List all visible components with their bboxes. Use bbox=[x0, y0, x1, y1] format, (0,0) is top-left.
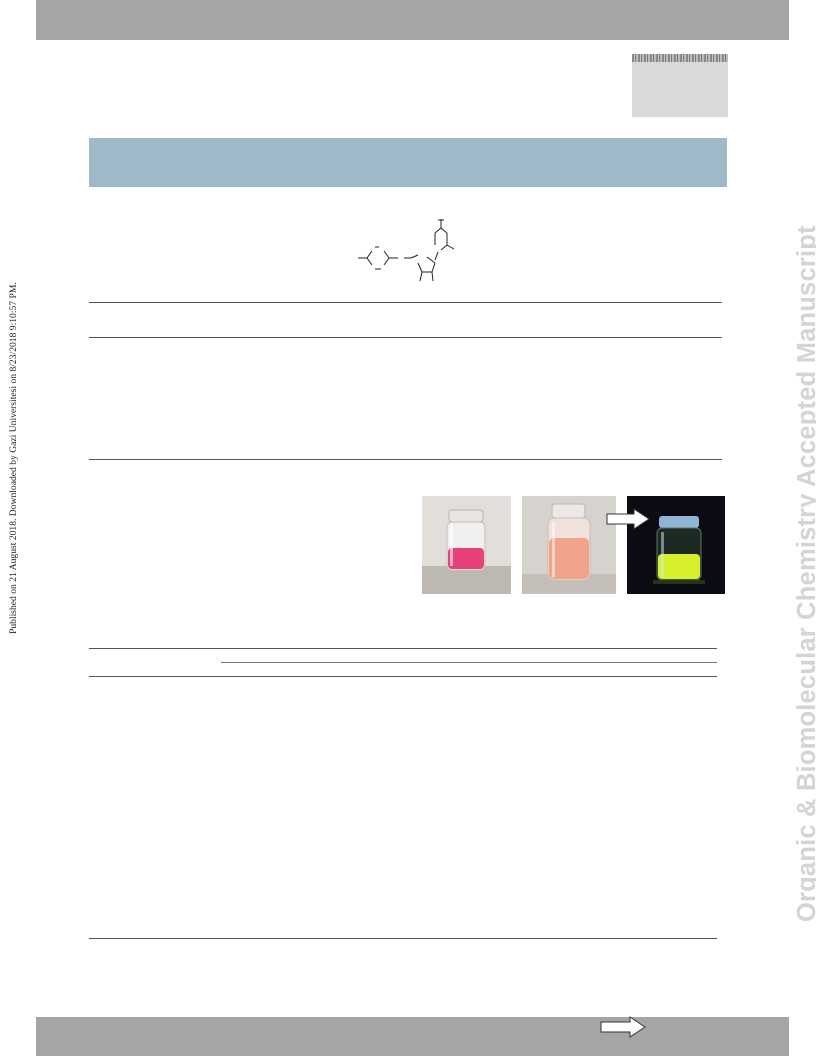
page-footer-bar bbox=[36, 1017, 789, 1056]
journal-logo bbox=[632, 54, 728, 117]
table-rule-header bbox=[89, 337, 722, 338]
photo-vial-orange bbox=[522, 496, 616, 594]
chemical-structure bbox=[358, 219, 455, 282]
accepted-manuscript-watermark: Organic & Biomolecular Chemistry Accepte… bbox=[793, 225, 816, 922]
photo-vial-pink bbox=[422, 496, 511, 594]
table2-rule-top bbox=[89, 648, 717, 649]
table2-rule-span bbox=[221, 662, 717, 663]
logo-pattern bbox=[632, 54, 728, 62]
table-rule-top bbox=[89, 302, 722, 303]
article-title-band bbox=[89, 138, 727, 187]
published-note: Published on 21 August 2018. Downloaded … bbox=[8, 282, 19, 634]
right-arrow-icon bbox=[606, 508, 650, 530]
next-page-arrow-icon[interactable] bbox=[600, 1016, 646, 1038]
photo-vial-fluorescent bbox=[627, 496, 725, 594]
page-header-bar bbox=[36, 0, 789, 40]
table2-rule-header bbox=[89, 676, 717, 677]
table2-rule-bottom bbox=[89, 938, 717, 939]
table-rule-bottom bbox=[89, 459, 722, 460]
